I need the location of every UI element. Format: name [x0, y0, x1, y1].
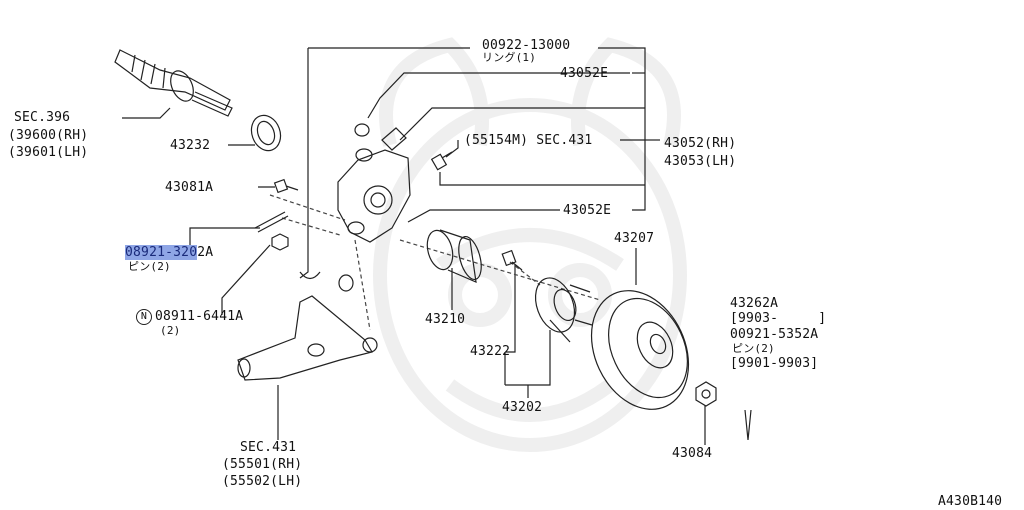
leader-pin — [189, 227, 260, 245]
leader-nut — [221, 244, 271, 315]
leader-43202 — [504, 330, 551, 386]
part-43052E-bottom[interactable]: 43052E — [563, 203, 612, 218]
nut-43084 — [695, 381, 717, 407]
hub-43202 — [534, 277, 593, 343]
pin-part-number-suffix: 2A — [197, 245, 214, 260]
cotter-pin — [254, 211, 289, 233]
leader-sec431 — [445, 139, 645, 158]
knuckle-rh[interactable]: 43052(RH) — [664, 136, 737, 151]
guide-stud — [509, 261, 541, 286]
part-43210[interactable]: 43210 — [425, 312, 466, 327]
sec396-rh[interactable]: (39600(RH) — [8, 128, 89, 143]
part-43232[interactable]: 43232 — [170, 138, 211, 153]
date-range-1: [9903- ] — [730, 311, 827, 326]
rotor-43207 — [590, 290, 690, 410]
bolt-43081A — [273, 178, 299, 194]
arm-rh[interactable]: (55501(RH) — [222, 457, 303, 472]
part-43084[interactable]: 43084 — [672, 446, 713, 461]
nut-08911 — [271, 233, 289, 251]
part-43202[interactable]: 43202 — [502, 400, 543, 415]
diagram-id: A430B140 — [938, 494, 1003, 509]
leader-bracket-right — [598, 47, 646, 211]
seal-43232 — [250, 114, 282, 152]
leader-43052E-top — [367, 72, 630, 119]
part-43222[interactable]: 43222 — [470, 344, 511, 359]
pin-note: ピン(2) — [128, 260, 171, 273]
watermark-emblem — [373, 37, 687, 452]
leader-sec396 — [122, 107, 171, 119]
pin-part-number-highlight[interactable]: 08921-320 — [125, 245, 198, 260]
leader-43222 — [506, 265, 516, 353]
part-00921-5352A[interactable]: 00921-5352A — [730, 327, 819, 342]
leader-knuckle-upper — [399, 107, 645, 141]
nut-part-number[interactable]: 08911-6441A — [155, 309, 244, 324]
guide-pin — [281, 217, 341, 236]
sec431-lower-reference[interactable]: SEC.431 — [240, 440, 297, 455]
part-43207[interactable]: 43207 — [614, 231, 655, 246]
lower-arm — [237, 295, 378, 381]
bolt-sec431 — [430, 151, 453, 171]
nut-marker: N — [136, 309, 152, 325]
nut-qty: (2) — [160, 324, 181, 337]
guide-hub — [399, 239, 601, 301]
leader-knuckle-lower — [439, 172, 645, 186]
guide-axle — [269, 194, 346, 221]
sec396-lh[interactable]: (39601(LH) — [8, 145, 89, 160]
date-range-2: [9901-9903] — [730, 356, 819, 371]
sec431-upper-reference[interactable]: (55154M) SEC.431 — [464, 133, 593, 148]
guide-lower — [354, 239, 371, 331]
knuckle-lh[interactable]: 43053(LH) — [664, 154, 737, 169]
pin-43262A — [744, 409, 752, 441]
part-43081A[interactable]: 43081A — [165, 180, 214, 195]
part-43052E-top[interactable]: 43052E — [560, 66, 609, 81]
ring-part-number[interactable]: 00922-13000 — [482, 38, 571, 53]
pin-part-number[interactable]: 08921-3202A — [125, 245, 213, 260]
part-43262A[interactable]: 43262A — [730, 296, 779, 311]
ring-note: リング(1) — [482, 51, 537, 64]
sec396-reference[interactable]: SEC.396 — [14, 110, 71, 125]
pin-note-2: ピン(2) — [732, 342, 775, 355]
drive-shaft — [114, 49, 233, 117]
hub-bolt-43222 — [501, 249, 523, 271]
leader-ring — [299, 47, 470, 279]
arm-lh[interactable]: (55502(LH) — [222, 474, 303, 489]
leader-43052E-bottom — [407, 209, 560, 223]
hub-bearing-43210 — [426, 229, 482, 283]
knuckle — [299, 123, 411, 292]
